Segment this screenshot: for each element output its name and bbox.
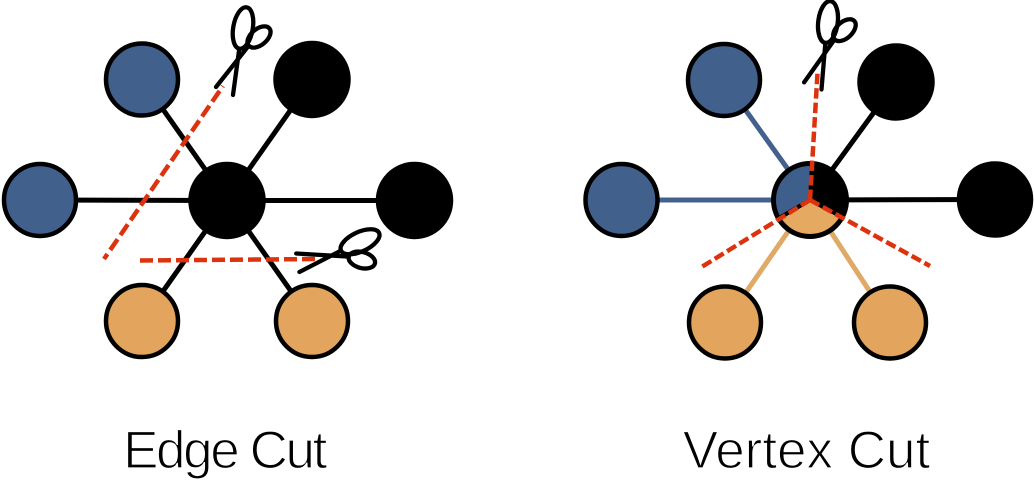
svg-text:Edge Cut: Edge Cut <box>123 421 327 480</box>
svg-text:Vertex Cut: Vertex Cut <box>683 421 931 480</box>
